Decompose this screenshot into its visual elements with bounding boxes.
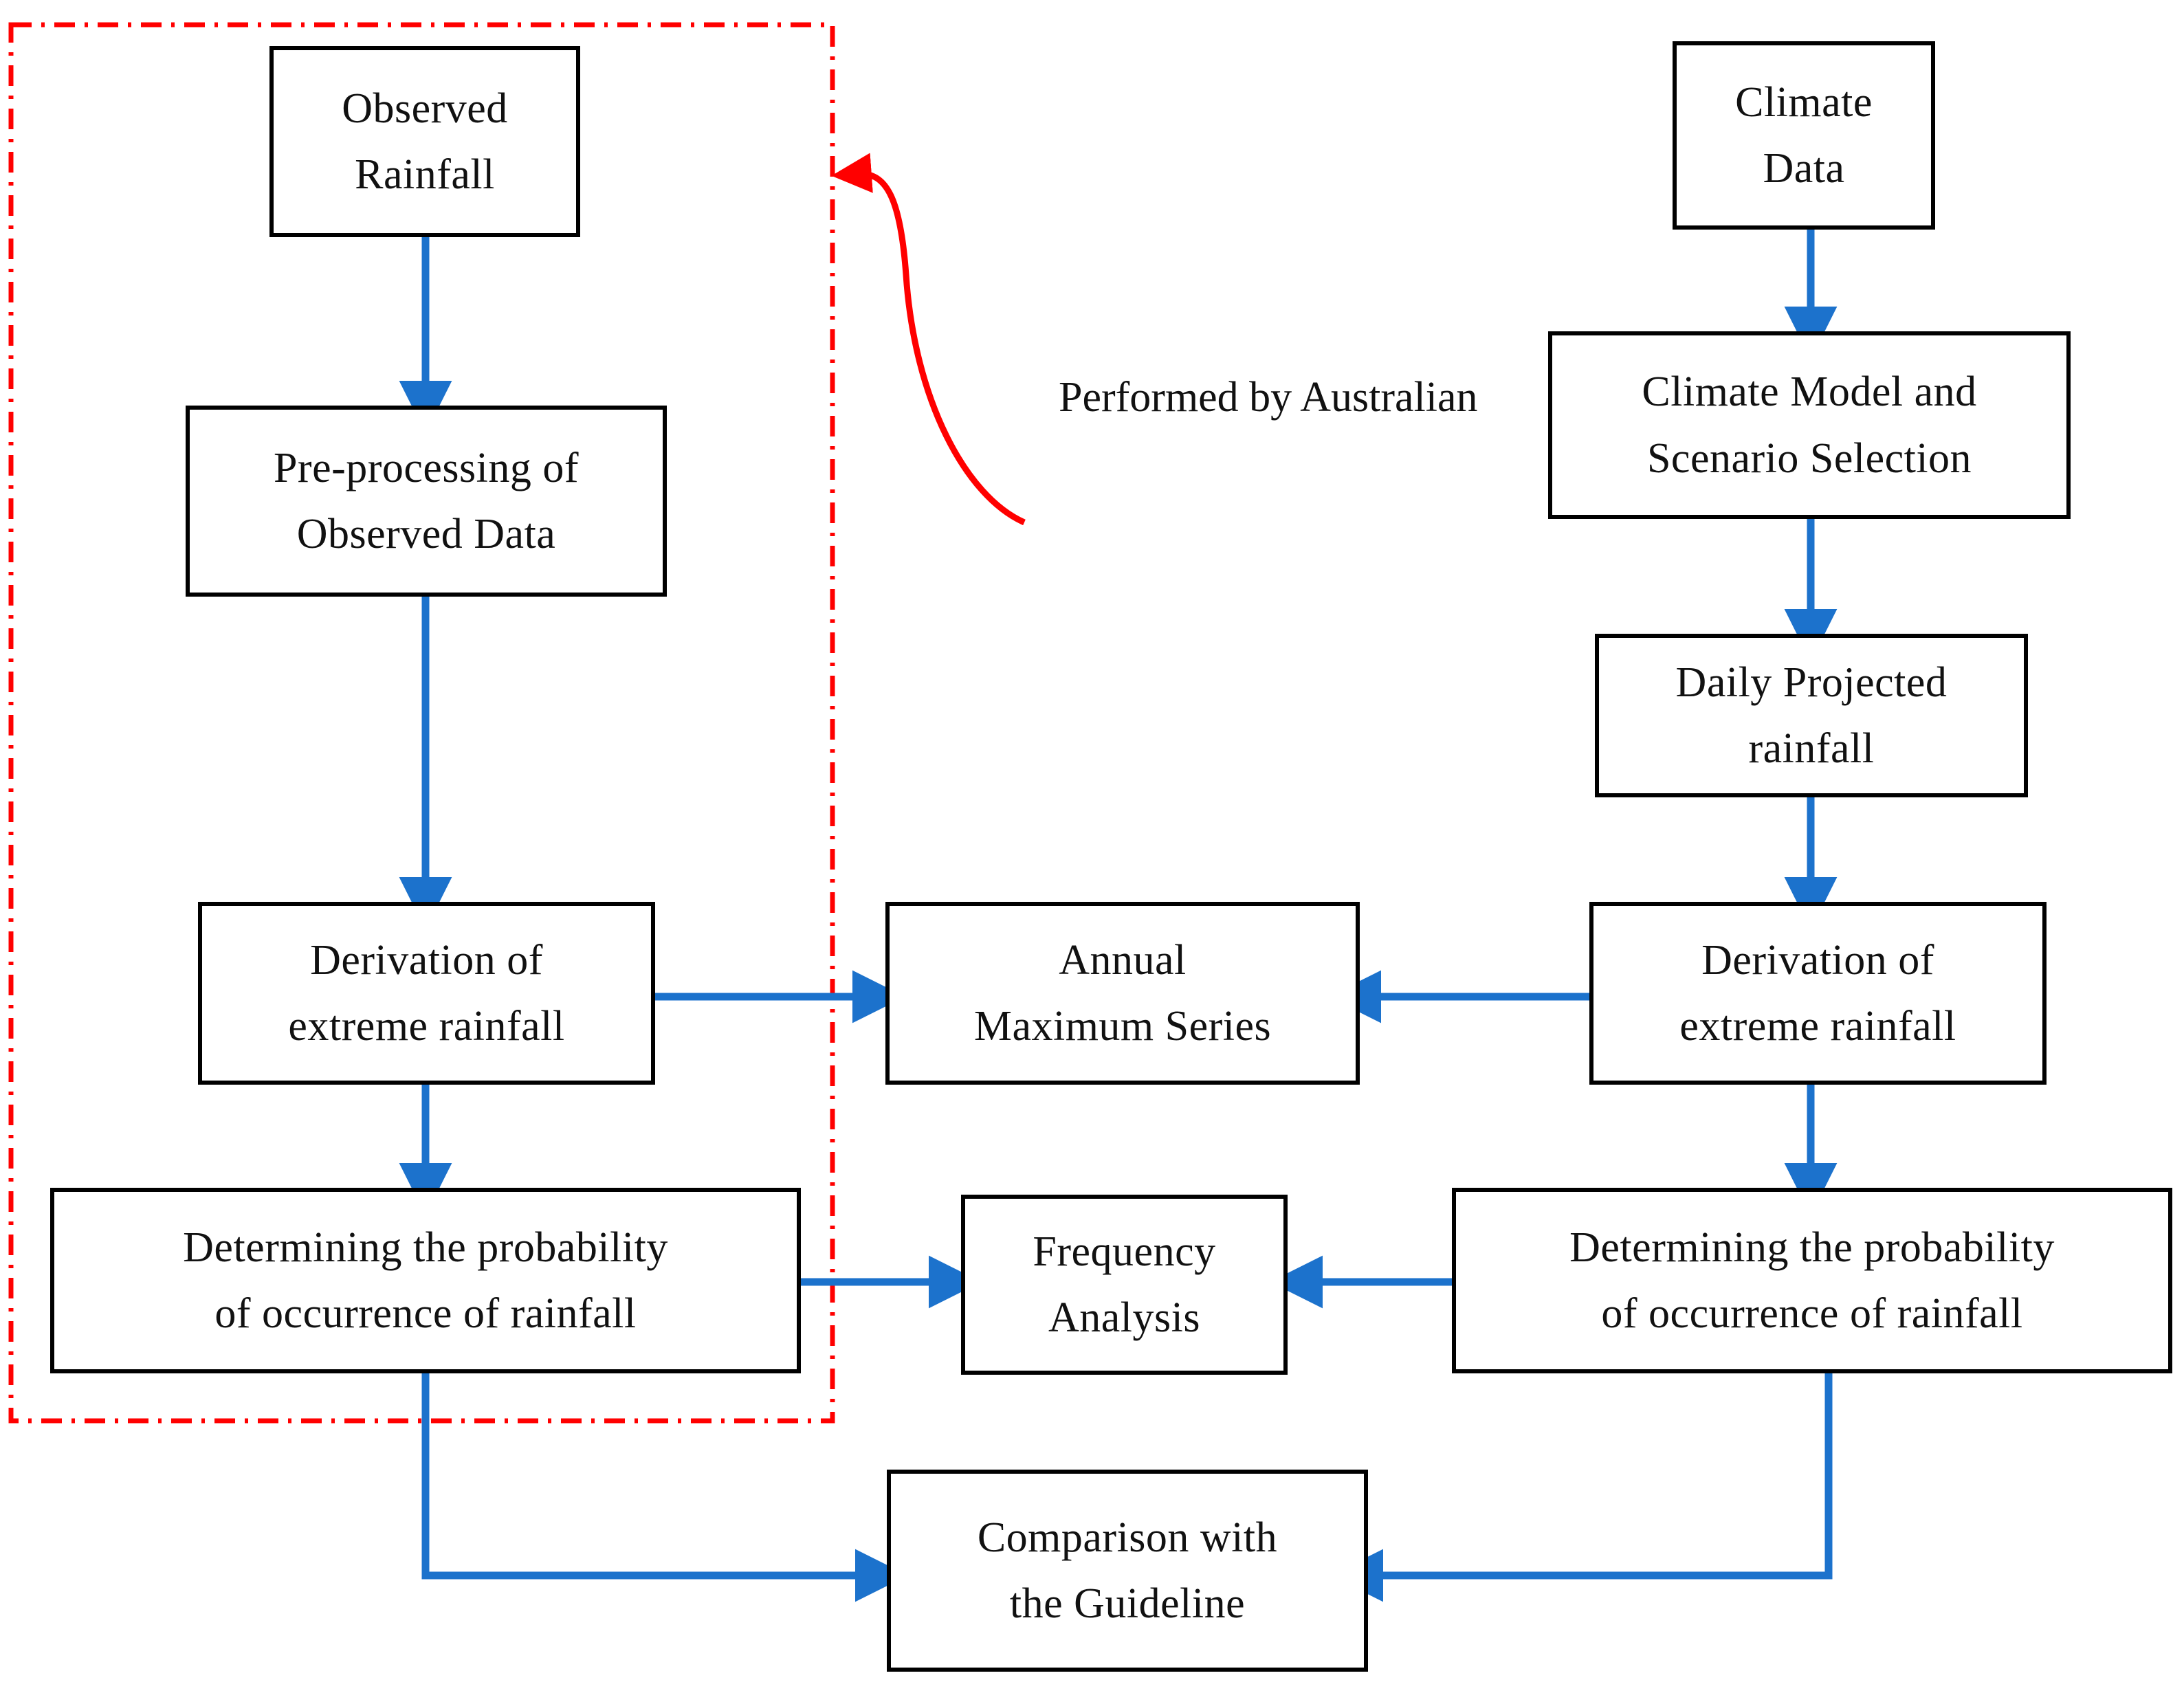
- node-preprocessing-observed-data-line2: Observed Data: [296, 511, 556, 557]
- annotation-label-line1: Performed by: [1059, 374, 1292, 421]
- node-climate-data-line1: Climate: [1735, 78, 1873, 126]
- annotation-label-line2: Australian: [1300, 374, 1478, 421]
- annotation-arrow: [831, 153, 1026, 526]
- node-derivation-observed-line2: extreme rainfall: [288, 1003, 565, 1050]
- node-climate-data[interactable]: Climate Data: [1673, 41, 1935, 230]
- node-observed-rainfall[interactable]: Observed Rainfall: [269, 46, 580, 237]
- node-frequency-analysis-line1: Frequency: [1033, 1228, 1216, 1275]
- node-derivation-projected-line2: extreme rainfall: [1679, 1003, 1956, 1050]
- node-observed-rainfall-line1: Observed: [342, 85, 508, 132]
- node-probability-observed-line2: of occurrence of rainfall: [214, 1290, 637, 1337]
- annotation-label: Performed by Australian: [1059, 363, 1478, 432]
- node-determining-probability-observed[interactable]: Determining the probability of occurrenc…: [50, 1188, 801, 1373]
- node-climate-model-scenario-line1: Climate Model and: [1642, 368, 1977, 416]
- node-probability-projected-line1: Determining the probability: [1569, 1224, 2055, 1271]
- node-derivation-observed-line1: Derivation of: [310, 936, 543, 984]
- node-climate-model-and-scenario-selection[interactable]: Climate Model and Scenario Selection: [1548, 331, 2071, 519]
- node-comparison-guideline-line1: Comparison with: [977, 1514, 1278, 1561]
- edge-probability-to-comparison: [421, 1373, 908, 1602]
- node-annual-maximum-series-line1: Annual: [1059, 936, 1187, 984]
- node-frequency-analysis-line2: Analysis: [1048, 1294, 1200, 1341]
- node-frequency-analysis[interactable]: Frequency Analysis: [961, 1195, 1288, 1375]
- node-comparison-with-the-guideline[interactable]: Comparison with the Guideline: [887, 1470, 1368, 1672]
- node-observed-rainfall-line2: Rainfall: [355, 151, 495, 198]
- node-daily-projected-rainfall[interactable]: Daily Projected rainfall: [1595, 634, 2028, 797]
- node-climate-data-line2: Data: [1763, 145, 1845, 192]
- node-derivation-of-extreme-rainfall-observed[interactable]: Derivation of extreme rainfall: [198, 902, 655, 1085]
- node-derivation-of-extreme-rainfall-projected[interactable]: Derivation of extreme rainfall: [1589, 902, 2047, 1085]
- node-preprocessing-observed-data-line1: Pre-processing of: [273, 444, 580, 491]
- node-daily-projected-rainfall-line1: Daily Projected: [1675, 659, 1948, 706]
- node-probability-projected-line2: of occurrence of rainfall: [1601, 1290, 2023, 1337]
- node-derivation-projected-line1: Derivation of: [1701, 936, 1934, 984]
- node-climate-model-scenario-line2: Scenario Selection: [1646, 434, 1972, 482]
- node-comparison-guideline-line2: the Guideline: [1009, 1580, 1246, 1627]
- node-determining-probability-projected[interactable]: Determining the probability of occurrenc…: [1452, 1188, 2172, 1373]
- node-probability-observed-line1: Determining the probability: [183, 1224, 668, 1271]
- node-preprocessing-observed-data[interactable]: Pre-processing of Observed Data: [186, 406, 667, 597]
- node-annual-maximum-series-line2: Maximum Series: [973, 1003, 1272, 1050]
- node-daily-projected-rainfall-line2: rainfall: [1748, 725, 1875, 772]
- edge-probability-proj-to-comparison: [1330, 1373, 1833, 1602]
- node-annual-maximum-series[interactable]: Annual Maximum Series: [885, 902, 1360, 1085]
